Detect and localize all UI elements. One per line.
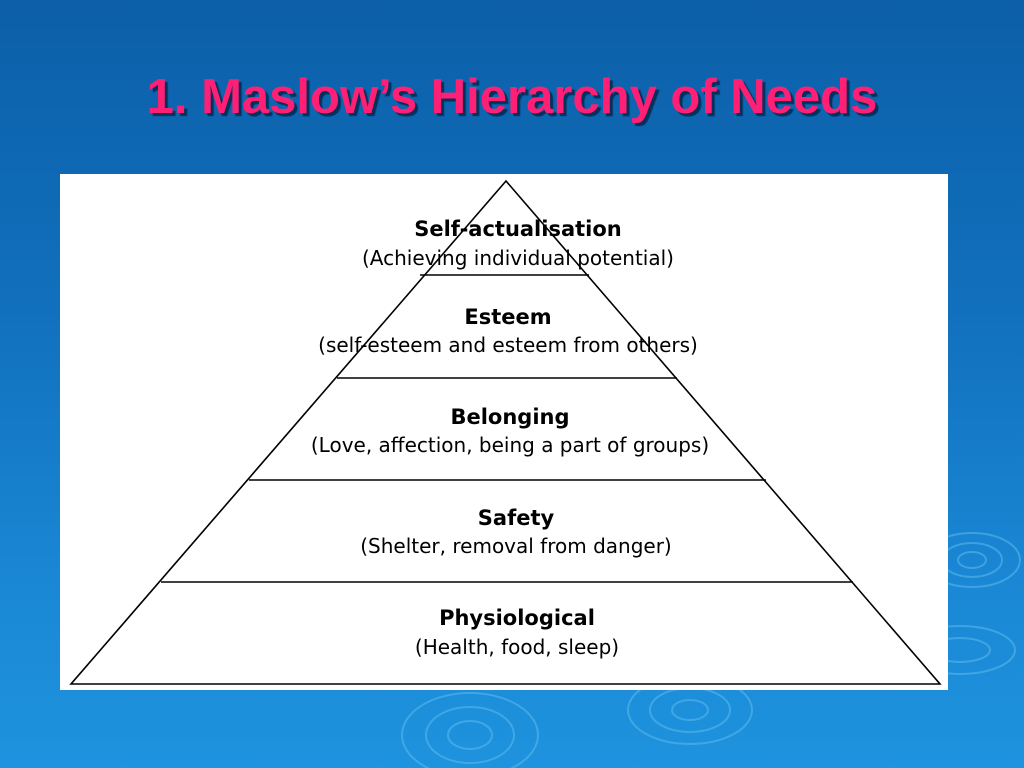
pyramid-level-belonging: Belonging (Love, affection, being a part…: [311, 405, 709, 457]
level-description: (Health, food, sleep): [415, 635, 619, 659]
level-description: (self-esteem and esteem from others): [318, 333, 698, 357]
pyramid-level-esteem: Esteem (self-esteem and esteem from othe…: [318, 305, 698, 357]
slide-title: 1. Maslow’s Hierarchy of Needs: [146, 70, 878, 124]
pyramid-level-safety: Safety (Shelter, removal from danger): [360, 506, 671, 558]
level-name: Belonging: [450, 405, 569, 429]
level-name: Self-actualisation: [414, 217, 622, 241]
level-description: (Achieving individual potential): [362, 246, 674, 270]
level-name: Esteem: [464, 305, 551, 329]
pyramid-level-self-actualisation: Self-actualisation (Achieving individual…: [362, 217, 674, 270]
level-description: (Love, affection, being a part of groups…: [311, 433, 709, 457]
pyramid-diagram-panel: Self-actualisation (Achieving individual…: [60, 174, 948, 690]
pyramid-diagram: Self-actualisation (Achieving individual…: [69, 179, 942, 685]
pyramid-level-physiological: Physiological (Health, food, sleep): [415, 606, 619, 659]
pyramid-outline: [69, 179, 942, 685]
level-name: Safety: [478, 506, 555, 530]
level-name: Physiological: [439, 606, 595, 630]
level-description: (Shelter, removal from danger): [360, 534, 671, 558]
